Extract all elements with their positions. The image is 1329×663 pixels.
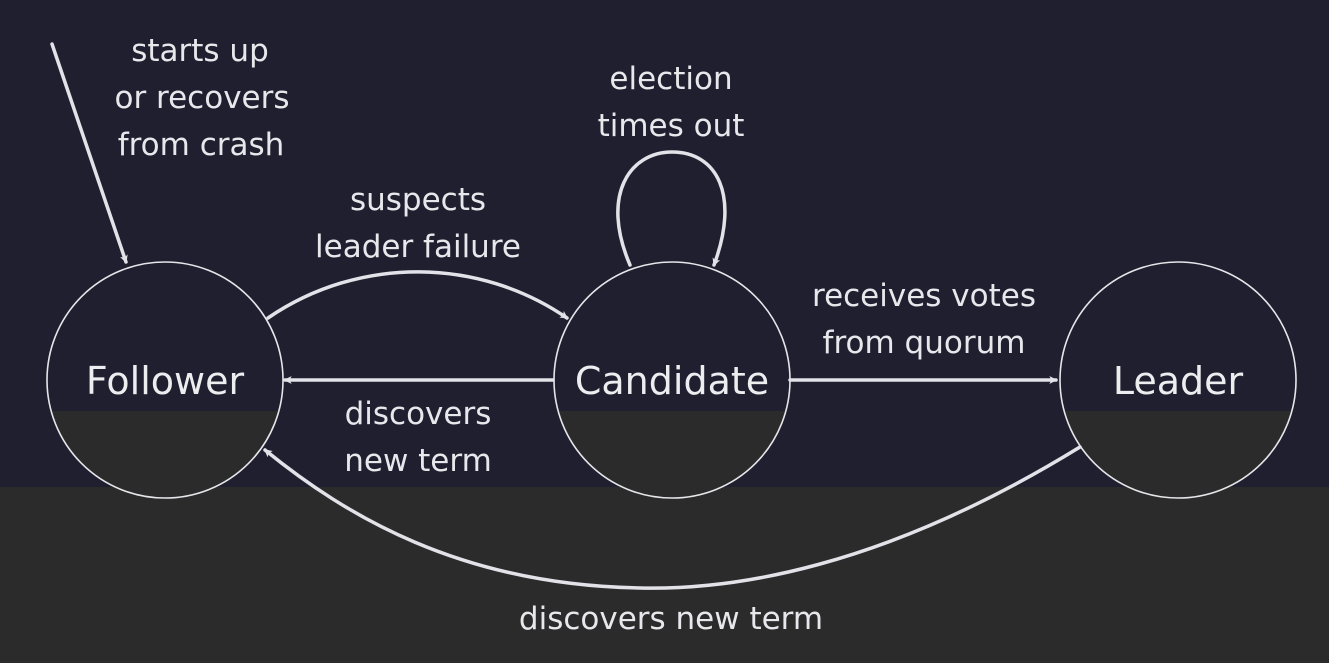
- start-label: starts up or recovers from crash: [114, 33, 289, 163]
- background-bottom: [0, 487, 1329, 663]
- suspect-failure-arrow: [266, 270, 569, 320]
- leader-to-follower-arrow: [263, 445, 1082, 590]
- follower-node: [46, 261, 284, 499]
- svg-text:leader failure: leader failure: [315, 229, 521, 265]
- suspect-label: suspects leader failure: [315, 182, 521, 265]
- discover-term-label: discovers new term: [344, 396, 492, 479]
- svg-text:election: election: [609, 61, 732, 97]
- svg-text:suspects: suspects: [350, 182, 486, 218]
- svg-text:new term: new term: [344, 443, 492, 479]
- candidate-node: [553, 261, 791, 499]
- leader-label: Leader: [1113, 359, 1244, 403]
- quorum-label: receives votes from quorum: [812, 278, 1036, 361]
- svg-text:from quorum: from quorum: [823, 325, 1026, 361]
- follower-label: Follower: [86, 359, 245, 403]
- timeout-label: election times out: [598, 61, 745, 144]
- start-arrow: [50, 42, 128, 264]
- svg-text:discovers: discovers: [345, 396, 492, 432]
- svg-text:times out: times out: [598, 108, 745, 144]
- svg-text:starts up: starts up: [131, 33, 269, 69]
- timeout-self-loop-arrow: [616, 150, 727, 267]
- svg-text:receives votes: receives votes: [812, 278, 1036, 314]
- svg-text:from crash: from crash: [118, 127, 285, 163]
- discover-term-from-leader-label: discovers new term: [519, 601, 823, 637]
- svg-text:or recovers: or recovers: [114, 80, 289, 116]
- candidate-label: Candidate: [575, 359, 769, 403]
- leader-node: [1059, 261, 1297, 499]
